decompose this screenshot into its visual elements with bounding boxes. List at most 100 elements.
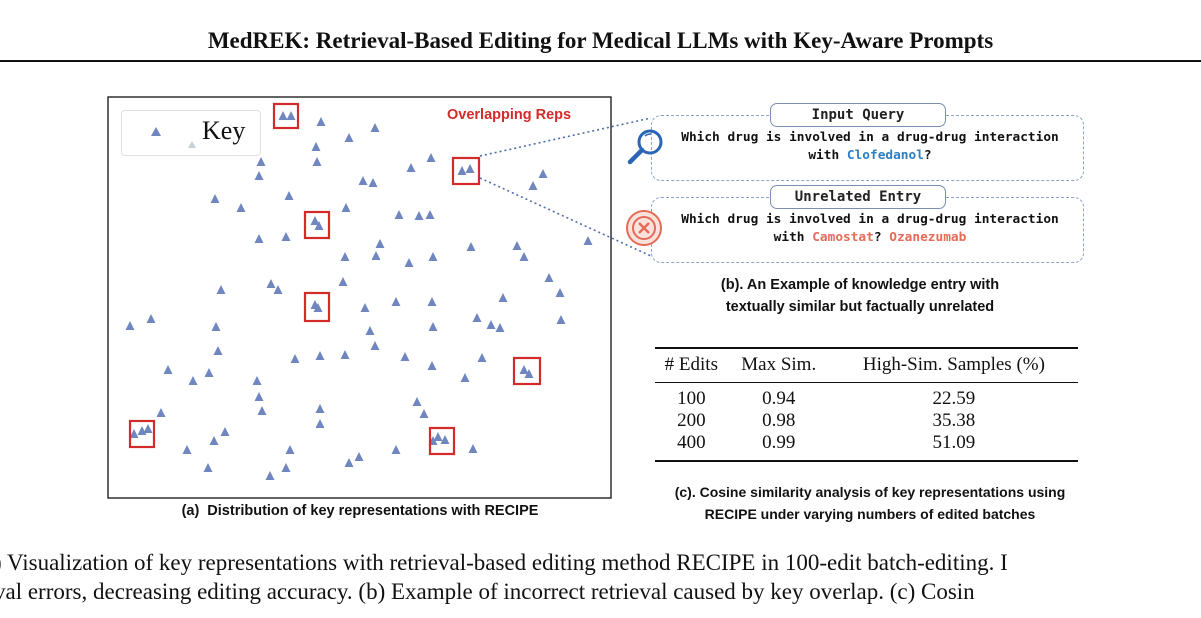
connector-to-query [479,117,652,157]
scatter-point-marker [425,210,435,219]
overlap-highlight-box [512,356,542,386]
scatter-point-marker [312,157,322,166]
overlap-highlight-box [303,210,331,240]
overlap-highlight-box [128,419,156,449]
caption-a-letter: (a) [181,503,200,519]
scatter-point-marker [495,323,505,332]
scatter-point-marker [370,341,380,350]
scatter-point-marker [209,436,219,445]
scatter-point-marker [414,211,424,220]
entry-line-2-prefix: with [773,230,813,245]
figure-caption: ) Visualization of key representations w… [0,548,1201,606]
scatter-point-marker [278,111,288,120]
scatter-point-marker [236,203,246,212]
scatter-point-marker [391,297,401,306]
scatter-point-marker [472,313,482,322]
figure-caption-line-1: ) Visualization of key representations w… [0,550,1008,575]
scatter-point-marker [310,216,320,225]
scatter-point-marker [340,350,350,359]
scatter-point-marker [466,242,476,251]
scatter-points [125,111,593,480]
caption-c-line-2: RECIPE under varying numbers of edited b… [704,506,1036,522]
table-row: 100 0.94 22.59 [655,383,1078,411]
connector-to-entry [479,177,652,257]
caption-c-line-1: (c). Cosine similarity analysis of key r… [674,484,1066,500]
scatter-point-marker [400,352,410,361]
scatter-point-marker [358,176,368,185]
scatter-point-marker [273,285,283,294]
scatter-point-marker [281,232,291,241]
entry-answer: Ozanezumab [889,230,967,245]
unrelated-entry-tag: Unrelated Entry [770,185,946,209]
input-query-text: Which drug is involved in a drug-drug in… [660,129,1080,165]
entry-mid: ? [873,230,890,245]
scatter-point-marker [311,142,321,151]
table-cell: 0.94 [762,388,796,409]
scatter-point-marker [512,241,522,250]
scatter-point-marker [143,424,153,433]
caption-a: (a) Distribution of key representations w… [110,503,610,519]
scatter-point-marker [129,429,139,438]
scatter-point-marker [252,376,262,385]
scatter-point-marker [465,164,475,173]
scatter-point-marker [210,194,220,203]
scatter-point-marker [188,376,198,385]
scatter-point-marker [556,315,566,324]
scatter-point-marker [316,117,326,126]
figure-caption-line-2: val errors, decreasing editing accuracy.… [0,579,975,604]
scatter-point-marker [544,273,554,282]
scatter-point-marker [555,288,565,297]
caption-a-text: Distribution of key representations with… [207,503,539,519]
table-row: 200 0.98 35.38 [655,410,1078,432]
unrelated-entry-text: Which drug is involved in a drug-drug in… [660,211,1080,247]
caption-b: (b). An Example of knowledge entry with … [630,274,1090,318]
scatter-point-marker [427,297,437,306]
scatter-point-marker [156,408,166,417]
scatter-point-marker [394,210,404,219]
scatter-point-marker [406,163,416,172]
scatter-point-marker [285,445,295,454]
query-line-2-prefix: with [808,148,847,163]
scatter-point-marker [468,444,478,453]
scatter-point-marker [281,463,291,472]
scatter-point-marker [340,252,350,261]
scatter-point-marker [254,171,264,180]
cross-circle-icon [626,210,662,246]
table-cell: 0.99 [727,432,830,462]
scatter-point-marker [371,251,381,260]
scatter-point-marker [440,435,450,444]
scatter-point-marker [213,346,223,355]
scatter-point-marker [433,432,443,441]
scatter-point-marker [314,221,324,230]
entry-entity: Camostat [812,230,874,245]
scatter-point-marker [375,239,385,248]
scatter-legend: Key [121,110,261,156]
scatter-point-marker [204,368,214,377]
entry-line-1: Which drug is involved in a drug-drug in… [681,212,1059,227]
scatter-point-marker [519,365,529,374]
scatter-point-marker [265,471,275,480]
table-cell: 35.38 [932,410,976,431]
scatter-point-marker [498,293,508,302]
scatter-point-marker [370,123,380,132]
scatter-point-marker [125,321,135,330]
scatter-point-marker [360,303,370,312]
scatter-point-marker [368,178,378,187]
table-header-high-sim: High-Sim. Samples (%) [829,347,1078,383]
scatter-point-marker [182,445,192,454]
table-cell: 200 [677,410,706,431]
table-cell: 22.59 [932,388,976,409]
magnifier-icon [627,129,663,165]
table-header-edits: # Edits [655,347,728,383]
table-cell: 100 [677,388,706,409]
query-line-2-suffix: ? [923,148,932,163]
scatter-point-marker [146,314,156,323]
overlap-highlight-box [272,102,300,130]
scatter-point-marker [315,419,325,428]
scatter-point-marker [256,157,266,166]
similarity-table: # Edits Max Sim. High-Sim. Samples (%) 1… [655,347,1078,462]
scatter-point-marker [419,409,429,418]
scatter-point-marker [254,234,264,243]
caption-b-line-2: textually similar but factually unrelate… [725,299,995,315]
scatter-point-marker [427,361,437,370]
